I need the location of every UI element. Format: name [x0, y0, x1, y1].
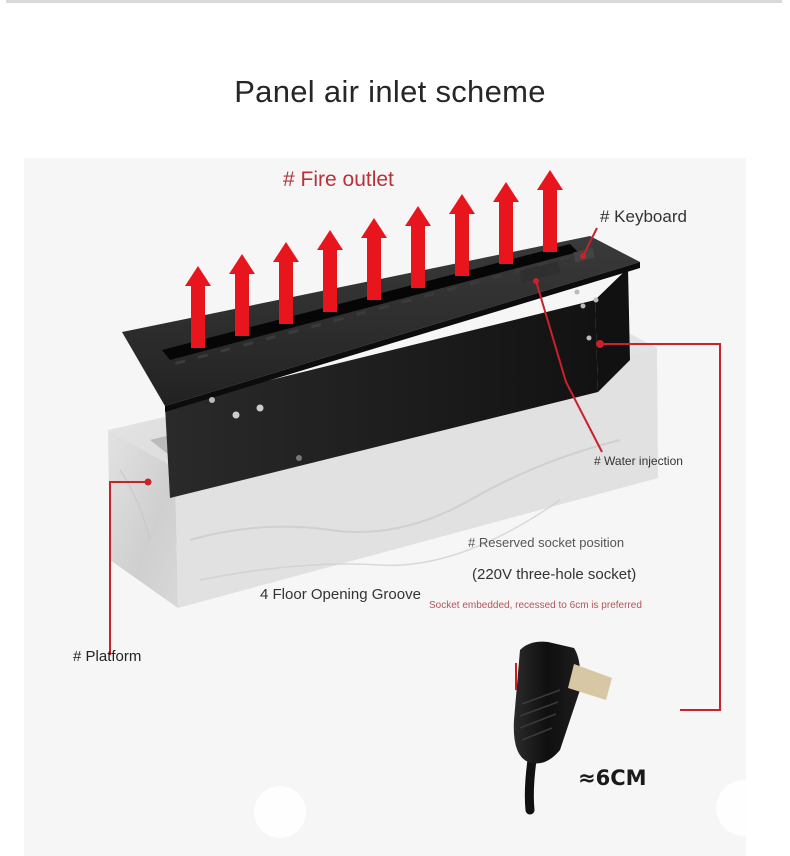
outlet-slot-mark — [492, 273, 503, 280]
outlet-slot-mark — [288, 328, 299, 335]
burner-front-face — [165, 300, 598, 498]
annotation-leaders — [109, 227, 721, 711]
fire-arrows — [185, 170, 563, 348]
outlet-slot-mark — [356, 310, 367, 316]
fire-arrow — [493, 182, 519, 264]
burner-top-plate — [122, 236, 640, 406]
page-title: Panel air inlet scheme — [234, 74, 546, 109]
fire-arrow — [537, 170, 563, 252]
platform-leader — [109, 481, 148, 655]
fire-outlet-slot — [162, 244, 578, 360]
floor-groove-label: 4 Floor Opening Groove — [260, 586, 421, 603]
burner-side-face — [595, 268, 630, 392]
outlet-slot-mark — [220, 347, 231, 353]
platform-long-face — [175, 348, 658, 608]
outlet-slot-mark — [175, 359, 186, 365]
outlet-slot-mark — [378, 304, 390, 310]
plug-pin — [568, 664, 612, 700]
socket-note-label: Socket embedded, recessed to 6cm is pref… — [429, 600, 642, 611]
fire-arrow — [361, 218, 387, 300]
water-injection-label: # Water injection — [594, 454, 683, 468]
fire-arrow — [449, 194, 475, 276]
outlet-slot-mark — [560, 255, 571, 261]
socket-leader — [600, 343, 721, 711]
plug-illustration — [513, 641, 612, 815]
depth-label: ≈6CM — [578, 766, 647, 790]
outlet-slot-mark — [446, 286, 458, 292]
outlet-slot-mark — [537, 261, 548, 268]
water-injection-leader — [535, 280, 603, 453]
fire-outlet-label: # Fire outlet — [283, 168, 394, 191]
platform-front-face — [108, 430, 178, 608]
fire-arrow — [405, 206, 431, 288]
keyboard-label: # Keyboard — [600, 207, 687, 226]
groove-marker — [296, 455, 302, 461]
socket-type-label: (220V three-hole socket) — [472, 566, 637, 583]
outlet-slot-mark — [265, 335, 277, 341]
outlet-slot-mark — [469, 280, 480, 286]
outlet-slot-mark — [401, 298, 412, 304]
outlet-slot-mark — [197, 353, 209, 359]
reserved-socket-label: # Reserved socket position — [468, 535, 625, 550]
outlet-slot-marks — [175, 255, 571, 365]
outlet-slot-mark — [333, 316, 344, 323]
plug-cable — [524, 755, 537, 815]
fire-arrow — [317, 230, 343, 312]
platform-label: # Platform — [73, 648, 142, 665]
fire-arrow — [185, 266, 211, 348]
outlet-slot-mark — [242, 341, 254, 347]
fire-arrow — [273, 242, 299, 324]
outlet-slot-mark — [514, 267, 526, 274]
plug-head — [513, 641, 581, 764]
keyboard-leader — [582, 227, 598, 257]
fire-arrow — [229, 254, 255, 336]
top-divider — [6, 0, 782, 3]
outlet-slot-mark — [424, 292, 435, 298]
outlet-slot-mark — [310, 322, 322, 329]
burner-unit — [122, 236, 640, 498]
